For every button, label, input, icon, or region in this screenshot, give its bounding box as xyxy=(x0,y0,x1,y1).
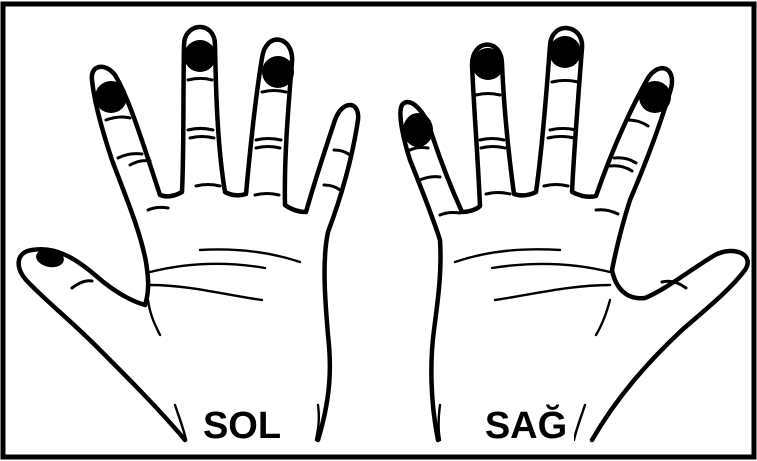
left-index-marker xyxy=(95,81,127,113)
left-ring-marker xyxy=(262,56,294,88)
right-fourth-marker xyxy=(639,81,671,113)
right-crease-10 xyxy=(548,137,574,139)
left-crease-7 xyxy=(190,137,214,139)
right-crease-8 xyxy=(552,81,578,83)
left-middle-marker xyxy=(184,40,216,72)
left-crease-9 xyxy=(262,91,286,93)
right-second-marker xyxy=(472,48,504,80)
diagram-border xyxy=(3,4,754,457)
left-crease-8 xyxy=(196,185,220,187)
right-small-marker xyxy=(403,113,433,147)
right-crease-9 xyxy=(550,129,576,131)
left-crease-10 xyxy=(256,139,281,141)
right-hand-label: SAĞ xyxy=(485,403,567,447)
right-crease-7 xyxy=(486,193,510,195)
right-crease-11 xyxy=(544,185,568,187)
right-crease-4 xyxy=(476,94,500,96)
right-crease-5 xyxy=(480,139,504,141)
right-wrist-line xyxy=(439,405,441,440)
left-crease-12 xyxy=(255,194,279,196)
left-crease-5 xyxy=(188,79,212,81)
right-third-marker xyxy=(549,36,581,68)
left-crease-11 xyxy=(256,147,280,149)
right-crease-6 xyxy=(481,147,505,149)
left-crease-6 xyxy=(188,129,213,131)
left-hand-label: SOL xyxy=(203,405,281,447)
